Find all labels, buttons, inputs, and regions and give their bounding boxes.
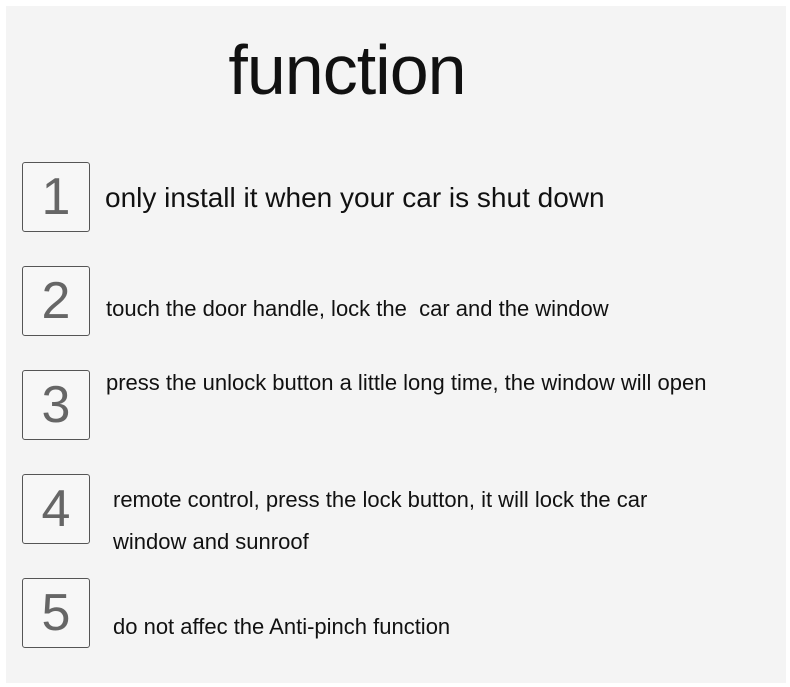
page-title: function (228, 31, 466, 109)
step-number-4: 4 (41, 480, 71, 538)
step-text-4: remote control, press the lock button, i… (113, 487, 648, 554)
step-number-3: 3 (41, 376, 71, 434)
content-panel: function 1 only install it when your car… (6, 6, 786, 683)
step-number-box-5: 5 (22, 578, 90, 648)
step-text-1: only install it when your car is shut do… (105, 182, 605, 213)
step-number-box-1: 1 (22, 162, 90, 232)
step-number-box-4: 4 (22, 474, 90, 544)
step-text-3: press the unlock button a little long ti… (106, 370, 707, 395)
step-number-1: 1 (41, 168, 71, 226)
step-number-box-3: 3 (22, 370, 90, 440)
step-number-5: 5 (41, 584, 71, 642)
step-number-2: 2 (41, 272, 71, 330)
step-text-5: do not affec the Anti-pinch function (113, 614, 451, 639)
step-number-box-2: 2 (22, 266, 90, 336)
step-text-2: touch the door handle, lock the car and … (106, 296, 609, 321)
